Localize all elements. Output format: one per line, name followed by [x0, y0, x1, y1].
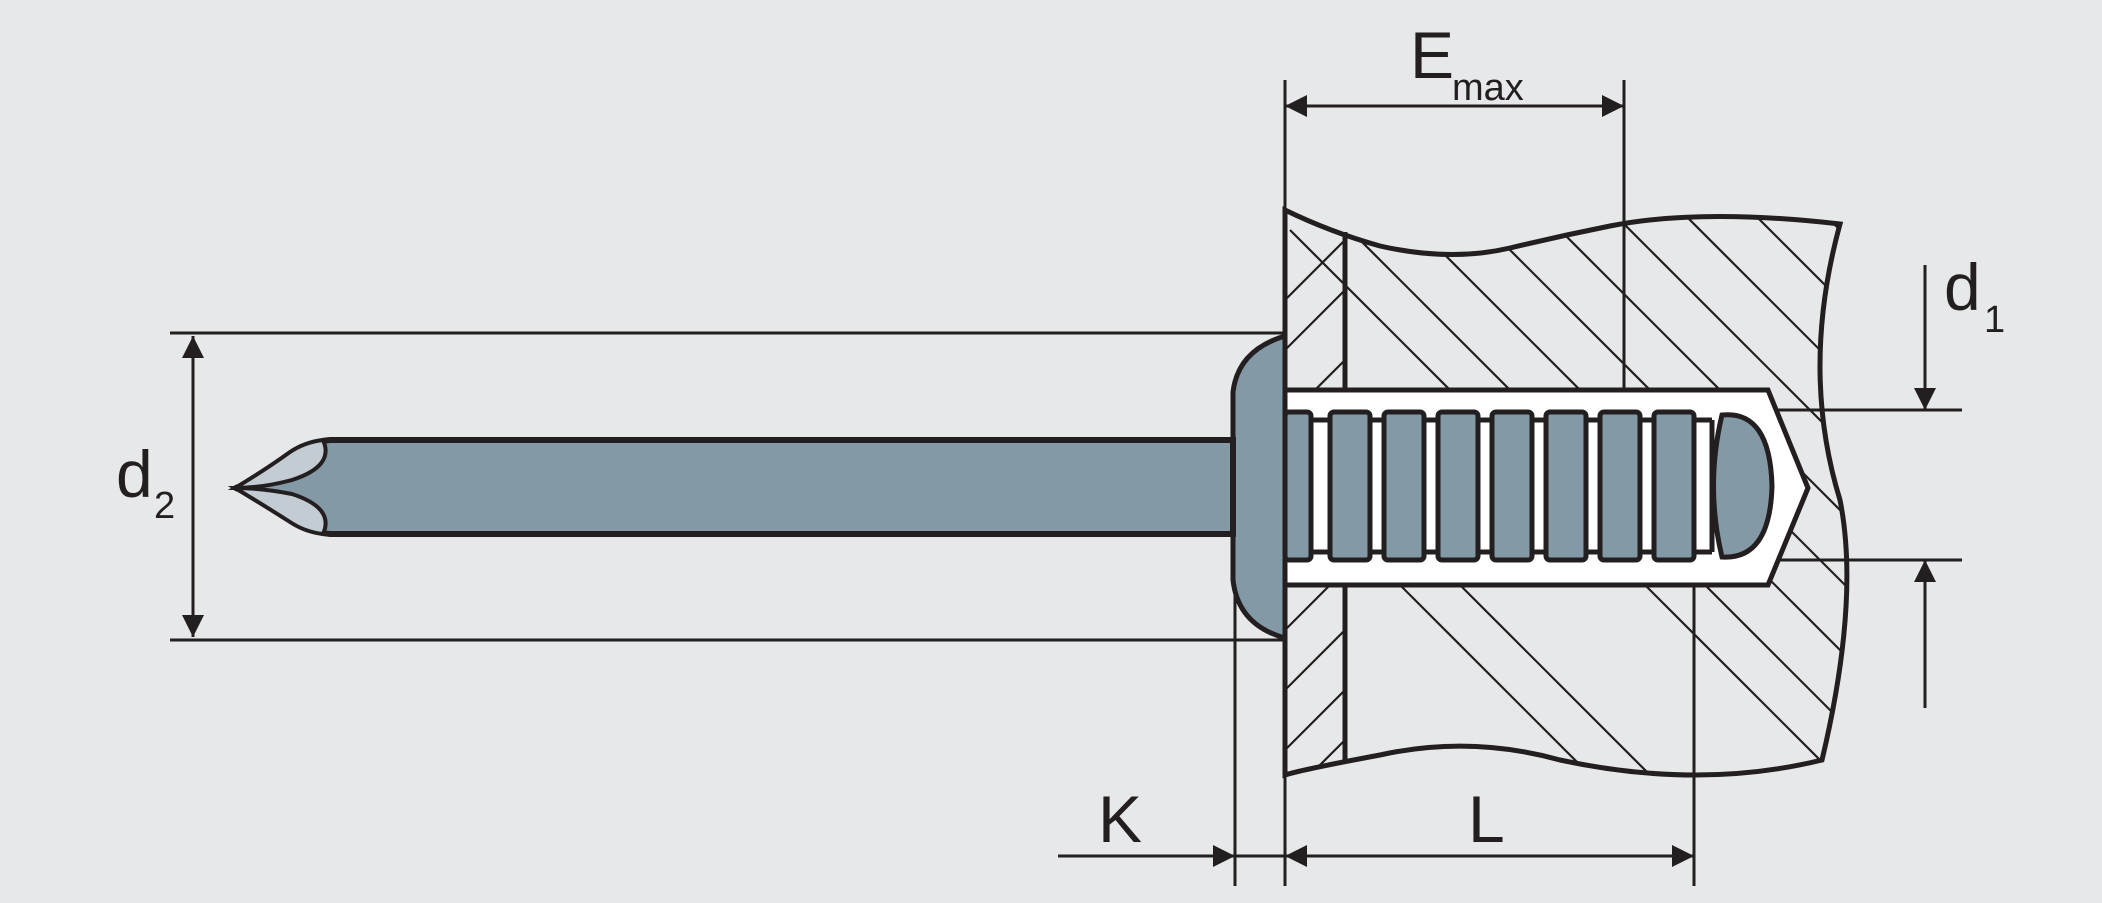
d2-subscript: 2 [154, 485, 175, 527]
dimension-arrows [182, 95, 1936, 867]
k-label: K [1098, 782, 1142, 856]
workpiece-outline [1282, 205, 1850, 779]
l-label: L [1468, 782, 1505, 856]
sleeve-connectors [1311, 417, 1712, 555]
mandrel [227, 437, 1236, 537]
mandrel-head [1711, 412, 1775, 560]
mandrel-tip-lower [227, 485, 328, 537]
sleeve-segments [1282, 409, 1697, 563]
rivet-sleeve [1282, 387, 1811, 588]
emax-subscript: max [1452, 67, 1524, 109]
mandrel-shank [234, 437, 1236, 537]
emax-label: E [1410, 18, 1454, 92]
rivet-head-flange [1230, 332, 1288, 642]
d1-label: d [1944, 250, 1981, 324]
d1-subscript: 1 [1984, 299, 2005, 341]
d2-label: d [116, 437, 153, 511]
